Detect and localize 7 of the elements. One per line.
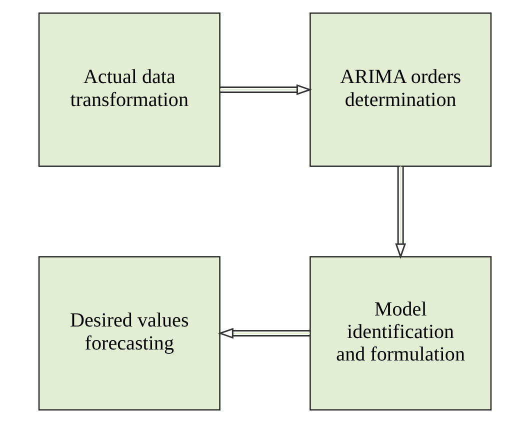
node-box: Desired values forecasting [38,256,220,410]
node-box: Actual data transformation [38,12,220,167]
arrow [395,166,406,259]
arrow [218,328,310,339]
node-box: ARIMA orders determination [310,12,492,167]
arrow [220,84,312,96]
node-box: Model identification and formulation [310,256,492,410]
